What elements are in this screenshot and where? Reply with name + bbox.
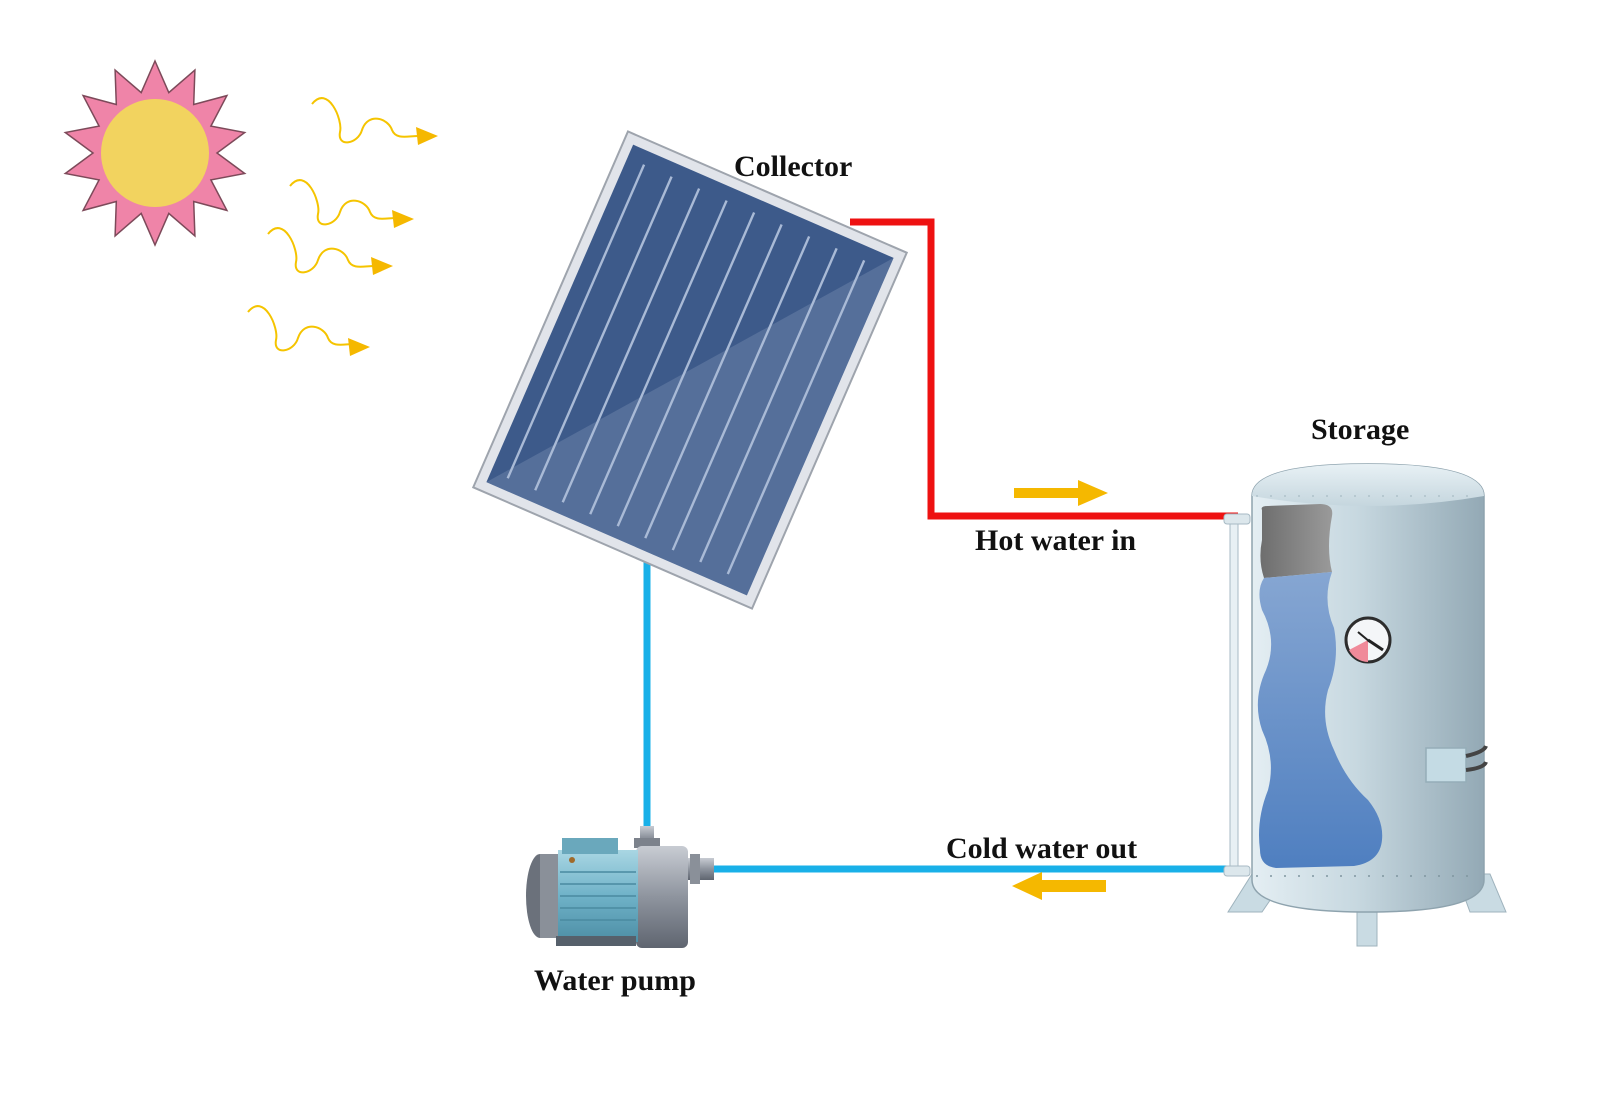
water-pump-label: Water pump xyxy=(534,964,696,997)
solar-collector-icon xyxy=(471,130,909,610)
storage-tank-icon xyxy=(1223,463,1507,947)
storage-label: Storage xyxy=(1311,413,1410,446)
wave-arrowheads xyxy=(348,127,438,356)
cold-water-out-label: Cold water out xyxy=(946,832,1138,865)
hot-water-in-label: Hot water in xyxy=(975,524,1137,557)
hot-water-pipe xyxy=(850,218,1238,520)
sun-icon xyxy=(63,59,247,247)
water-pump-icon xyxy=(526,826,714,948)
flow-arrow-icon xyxy=(1012,872,1106,900)
collector-label: Collector xyxy=(734,150,853,183)
temperature-gauge-icon xyxy=(1344,616,1392,664)
sun-rays-waves xyxy=(247,97,419,352)
flow-arrow-icon xyxy=(1014,480,1108,506)
